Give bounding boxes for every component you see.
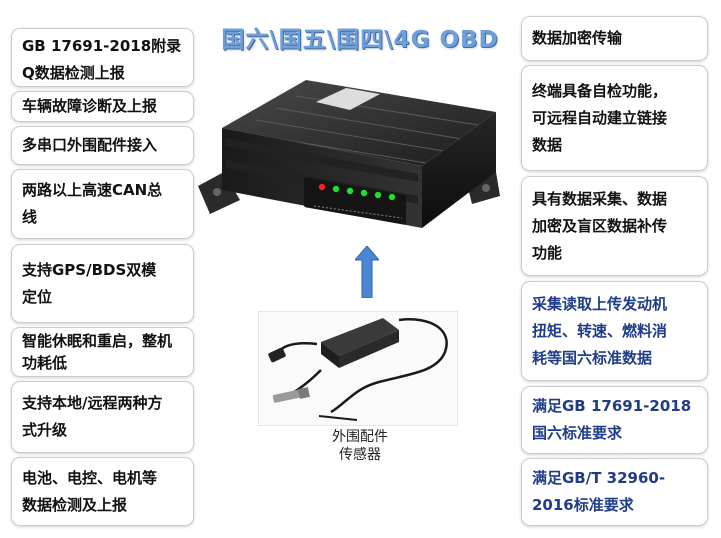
sensor-caption-line: 外围配件 bbox=[332, 429, 388, 445]
led-icon bbox=[318, 183, 326, 191]
feature-text-line: 扭矩、转速、燃料消 bbox=[532, 321, 668, 340]
feature-text-line: 功能 bbox=[532, 243, 563, 262]
sensor-caption-line: 传感器 bbox=[339, 447, 381, 463]
feature-text-line: 2016标准要求 bbox=[532, 496, 634, 514]
feature-text-line: 具有数据采集、数据 bbox=[532, 189, 668, 208]
led-icon bbox=[374, 191, 382, 199]
feature-text-line: 多串口外围配件接入 bbox=[22, 136, 158, 154]
feature-text-line: 数据加密传输 bbox=[532, 29, 623, 47]
feature-box-gb17691-appendix-q: GB 17691-2018附录 Q数据检测上报 bbox=[11, 28, 194, 87]
feature-text-line: 车辆故障诊断及上报 bbox=[22, 97, 158, 115]
feature-text-line: 终端具备自检功能， bbox=[532, 81, 668, 100]
feature-text-line: 国六标准要求 bbox=[532, 424, 623, 442]
sensor-caption: 外围配件 传感器 bbox=[290, 428, 430, 464]
feature-text-line: Q数据检测上报 bbox=[22, 64, 125, 82]
feature-box-engine-data: 采集读取上传发动机 扭矩、转速、燃料消 耗等国六标准数据 bbox=[521, 281, 708, 381]
feature-text-line: 电池、电控、电机等 bbox=[22, 468, 158, 487]
feature-box-fault-diagnosis: 车辆故障诊断及上报 bbox=[11, 91, 194, 122]
led-icon bbox=[388, 193, 396, 201]
feature-box-gb17691-standard: 满足GB 17691-2018 国六标准要求 bbox=[521, 386, 708, 454]
feature-text-line: 式升级 bbox=[22, 421, 68, 439]
feature-box-encrypted-transmission: 数据加密传输 bbox=[521, 16, 708, 61]
feature-text-line: 两路以上高速CAN总 bbox=[22, 181, 163, 199]
feature-box-data-collection: 具有数据采集、数据 加密及盲区数据补传 功能 bbox=[521, 176, 708, 276]
feature-text-line: GB 17691-2018附录 bbox=[22, 37, 182, 55]
feature-text-line: 满足GB/T 32960- bbox=[532, 469, 666, 487]
feature-text-line: 可远程自动建立链接 bbox=[532, 108, 668, 127]
obd-terminal-device-image bbox=[196, 68, 516, 252]
feature-text-line: 采集读取上传发动机 bbox=[532, 294, 668, 313]
page-title: 国六\国五\国四\4G OBD bbox=[221, 27, 499, 53]
feature-box-upgrade: 支持本地/远程两种方 式升级 bbox=[11, 381, 194, 453]
feature-text-line: 满足GB 17691-2018 bbox=[532, 397, 692, 415]
feature-box-serial-ports: 多串口外围配件接入 bbox=[11, 126, 194, 165]
arrow-up-icon bbox=[353, 245, 381, 302]
feature-text-line: 耗等国六标准数据 bbox=[532, 348, 653, 367]
feature-text-line: 支持本地/远程两种方 bbox=[22, 394, 163, 412]
led-icon bbox=[332, 185, 340, 193]
feature-text-line: 定位 bbox=[22, 287, 53, 306]
feature-text-line: 数据检测及上报 bbox=[22, 495, 128, 514]
feature-box-battery-data: 电池、电控、电机等 数据检测及上报 bbox=[11, 457, 194, 526]
feature-text-line: 线 bbox=[22, 208, 38, 226]
led-icon bbox=[346, 187, 354, 195]
feature-box-gps-bds: 支持GPS/BDS双模 定位 bbox=[11, 244, 194, 323]
feature-text-line: 数据 bbox=[532, 135, 563, 154]
feature-box-can-bus: 两路以上高速CAN总 线 bbox=[11, 169, 194, 239]
feature-box-smart-sleep: 智能休眠和重启，整机 功耗低 bbox=[11, 327, 194, 377]
feature-box-gbt32960-standard: 满足GB/T 32960- 2016标准要求 bbox=[521, 458, 708, 526]
feature-box-self-check: 终端具备自检功能， 可远程自动建立链接 数据 bbox=[521, 65, 708, 171]
feature-text-line: 智能休眠和重启，整机 bbox=[22, 332, 173, 350]
feature-text-line: 支持GPS/BDS双模 bbox=[22, 260, 157, 279]
feature-text-line: 功耗低 bbox=[22, 354, 68, 372]
feature-text-line: 加密及盲区数据补传 bbox=[532, 216, 668, 235]
led-icon bbox=[360, 189, 368, 197]
sensor-accessory-image bbox=[258, 311, 458, 426]
